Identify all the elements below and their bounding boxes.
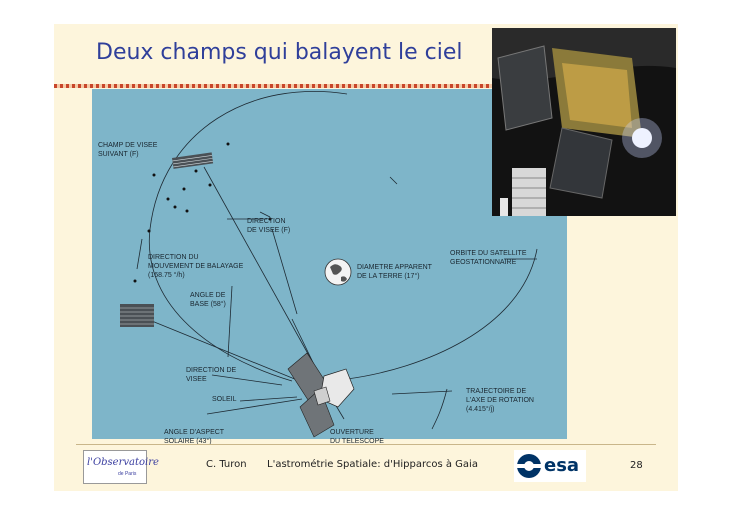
line-of-sight-p [141,316,308,385]
page-number: 28 [630,460,643,471]
label-trajectoire: TRAJECTOIRE DE L'AXE DE ROTATION (4.415°… [466,388,534,413]
esa-logo-icon [516,454,542,478]
satellite-photo [492,28,676,216]
field-of-view-p [120,304,154,327]
observatoire-logo: l'Observatoire de Paris [83,450,159,484]
label-direction-balayage: DIRECTION DU MOUVEMENT DE BALAYAGE (168.… [148,254,244,279]
esa-logo-text: esa [544,455,580,476]
diagram-lines [120,90,538,438]
orbit-arc [346,248,538,380]
footer-rule [76,444,656,445]
label-soleil: SOLEIL [212,396,237,403]
label-ouverture: OUVERTURE DU TELESCOPE [330,429,384,445]
slide: Deux champs qui balayent le ciel [54,24,678,491]
label-direction-visee-f: DIRECTION DE VISEE (F) [247,218,291,234]
slide-title: Deux champs qui balayent le ciel [96,40,463,65]
satellite-photo-art [492,28,676,216]
footer-subject: L'astrométrie Spatiale: d'Hipparcos à Ga… [267,459,478,470]
label-angle-base: ANGLE DE BASE (58°) [190,292,226,308]
label-champ-suivant: CHAMP DE VISEE SUIVANT (F) [98,142,158,158]
hipparcos-diagram: CHAMP DE VISEE SUIVANT (F) DIRECTION DE … [92,89,567,445]
observatoire-logo-sub: de Paris [118,471,137,477]
observatoire-logo-text: l'Observatoire [87,457,159,468]
trajectory-arc [431,388,448,430]
label-angle-aspect: ANGLE D'ASPECT SOLAIRE (43°) [164,429,225,445]
earth-icon [324,258,352,286]
field-of-view-f [172,152,214,169]
label-orbite: ORBITE DU SATELLITE GEOSTATIONNAIRE [450,250,527,266]
esa-logo: esa [514,450,586,482]
label-diametre-terre: DIAMETRE APPARENT DE LA TERRE (17°) [357,264,432,280]
line-of-sight-f [203,166,323,380]
footer-author: C. Turon [206,459,247,470]
stars [133,142,272,283]
label-direction-visee: DIRECTION DE VISEE [186,367,237,383]
scan-great-circle [148,90,348,382]
title-rule [54,84,494,88]
satellite-icon [287,352,355,438]
